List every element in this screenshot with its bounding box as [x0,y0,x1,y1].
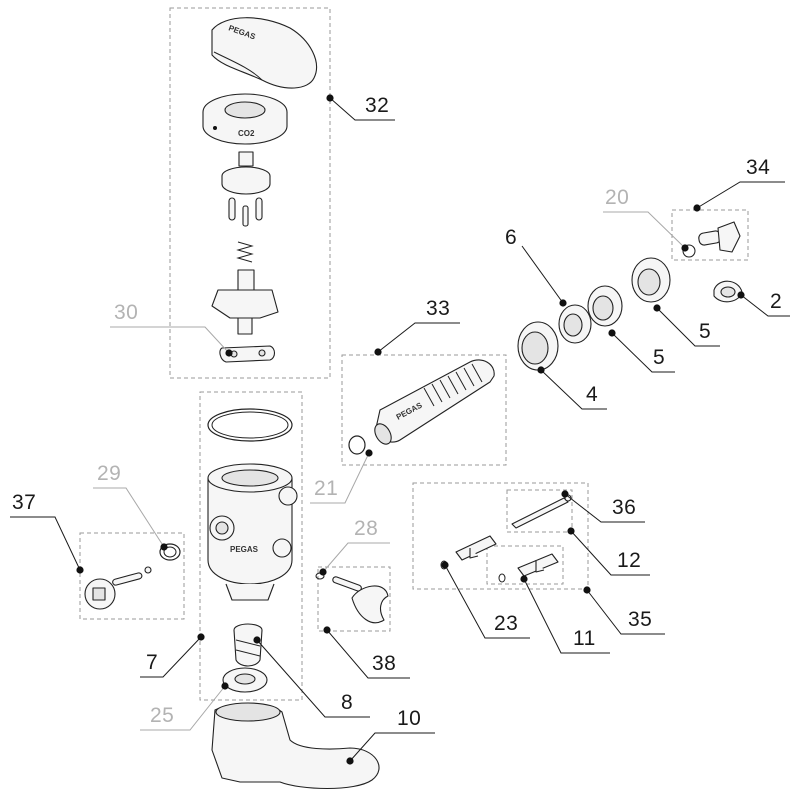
callout-33: 33 [426,297,450,320]
callout-25: 25 [150,704,174,727]
body-logo: PEGAS [230,545,259,554]
group-box-11 [486,545,564,585]
group-box-35 [412,482,589,590]
valve-23-part [440,535,497,570]
callout-5b: 5 [699,320,711,343]
leader-lines [10,97,790,762]
rod-36-part [511,494,572,529]
nut-4-part [517,321,559,371]
lever-base-part [211,269,279,335]
callout-7: 7 [146,651,158,674]
callout-28: 28 [354,517,378,540]
group-box-12 [506,489,573,533]
callout-4: 4 [586,383,598,406]
callout-35: 35 [628,608,652,631]
callout-21: 21 [314,477,338,500]
ring-logo: CO2 [238,129,255,138]
callout-20: 20 [605,186,629,209]
co2-ring-part: CO2 [202,93,288,145]
callout-38: 38 [372,652,396,675]
valve-11-part [498,553,559,583]
washer-6-part [558,304,592,344]
nut-5b-part [631,257,671,303]
fitting-2-part [713,280,743,303]
pins-part [228,197,263,227]
callout-12: 12 [617,549,641,572]
callout-8: 8 [341,691,353,714]
callout-labels: 32 34 20 6 2 5 5 30 33 4 21 37 29 36 28 … [12,94,782,730]
group-box-38 [317,566,391,632]
callout-29: 29 [97,462,121,485]
callout-32: 32 [365,94,389,117]
valve-body-part: PEGAS [207,463,298,601]
elbow-34-part [682,221,741,258]
valve-seat-part [221,151,271,195]
callout-36: 36 [612,496,636,519]
screw-part [233,623,263,667]
group-box-33 [341,354,507,466]
nut-5a-part [587,285,623,327]
callout-5a: 5 [653,346,665,369]
leader-dots [76,94,745,765]
callout-23: 23 [494,612,518,635]
valve-knob-37-part [84,543,181,610]
callout-37: 37 [12,491,36,514]
callout-30: 30 [114,301,138,324]
group-box-7 [199,391,303,701]
tap-handle-38-part [315,572,389,624]
tube-33-part: PEGAS [348,359,495,455]
washer-25-part [222,667,268,693]
callout-6: 6 [505,226,517,249]
callout-11: 11 [573,627,596,650]
lever-10-part [211,702,380,790]
group-box-37 [79,532,185,620]
spring-part [236,241,254,263]
callout-34: 34 [746,156,770,179]
o-ring-large [207,408,293,442]
callout-2: 2 [770,290,782,313]
cap-part: PEGAS [211,17,318,89]
callout-10: 10 [397,707,421,730]
bracket-30-part [219,345,276,363]
group-box-32 [169,7,331,379]
